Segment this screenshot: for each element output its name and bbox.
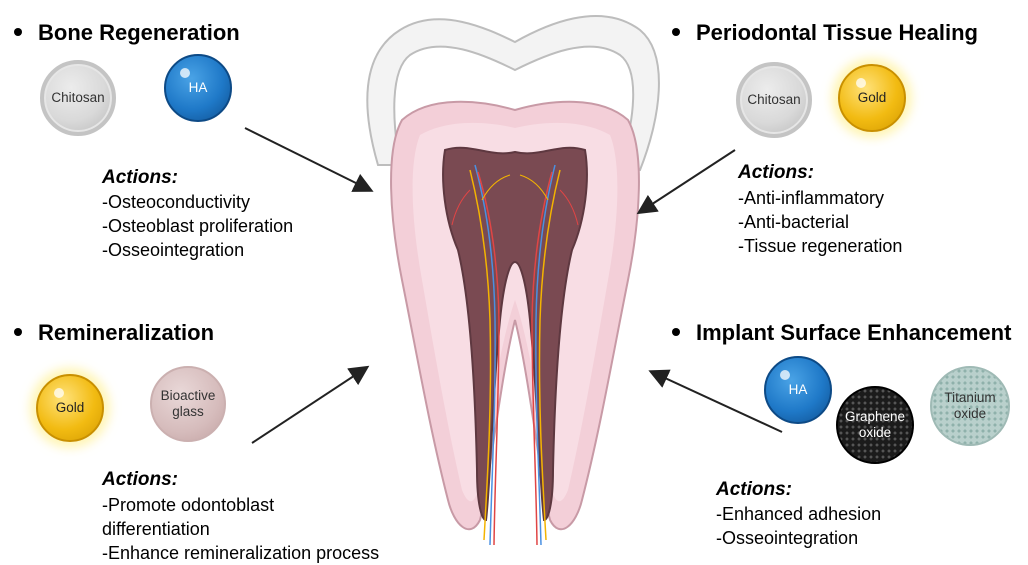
action-item: -Osteoblast proliferation [102, 214, 293, 238]
bone-actions-list: -Osteoconductivity -Osteoblast prolifera… [102, 190, 293, 262]
graphene-oxide-label: Graphene oxide [845, 409, 905, 441]
ha-label: HA [789, 382, 808, 398]
action-item: -Anti-bacterial [738, 210, 902, 234]
periodontal-actions-heading: Actions: [738, 162, 814, 184]
action-item: -Osseointegration [716, 526, 881, 550]
bullet-icon [14, 328, 22, 336]
action-item: -Promote odontoblast [102, 493, 379, 517]
graphene-line1: Graphene [845, 409, 905, 424]
bioactive-glass-label: Bioactive glass [161, 388, 216, 420]
implant-actions-list: -Enhanced adhesion -Osseointegration [716, 502, 881, 550]
bullet-icon [14, 28, 22, 36]
bone-actions-heading: Actions: [102, 167, 178, 189]
action-item: -Tissue regeneration [738, 234, 902, 258]
ha-label: HA [189, 80, 208, 96]
gold-particle: Gold [36, 374, 104, 442]
ha-particle: HA [164, 54, 232, 122]
implant-title-text: Implant Surface Enhancement [696, 320, 1011, 345]
bullet-icon [672, 28, 680, 36]
titanium-line1: Titanium [944, 390, 995, 405]
bullet-icon [672, 328, 680, 336]
gold-label: Gold [56, 400, 85, 416]
action-item: -Enhance remineralization process [102, 541, 379, 565]
gold-particle: Gold [838, 64, 906, 132]
action-item: -Osteoconductivity [102, 190, 293, 214]
titanium-oxide-label: Titanium oxide [944, 390, 995, 422]
periodontal-title: Periodontal Tissue Healing [672, 20, 978, 46]
action-item: differentiation [102, 517, 379, 541]
action-item: -Anti-inflammatory [738, 186, 902, 210]
arrow-bone-regeneration [245, 128, 370, 190]
chitosan-label: Chitosan [747, 92, 800, 108]
arrow-implant [652, 372, 782, 432]
implant-actions-heading: Actions: [716, 479, 792, 501]
graphene-line2: oxide [859, 425, 891, 440]
arrow-remineralization [252, 368, 366, 443]
remineralization-title: Remineralization [14, 320, 214, 346]
action-item: -Osseointegration [102, 238, 293, 262]
chitosan-label: Chitosan [51, 90, 104, 106]
periodontal-actions-list: -Anti-inflammatory -Anti-bacterial -Tiss… [738, 186, 902, 258]
chitosan-particle: Chitosan [736, 62, 812, 138]
arrow-periodontal [640, 150, 735, 212]
action-item: -Enhanced adhesion [716, 502, 881, 526]
implant-title: Implant Surface Enhancement [672, 320, 1011, 346]
bone-regeneration-title-text: Bone Regeneration [38, 20, 240, 45]
chitosan-particle: Chitosan [40, 60, 116, 136]
bioactive-line2: glass [172, 404, 204, 419]
periodontal-title-text: Periodontal Tissue Healing [696, 20, 978, 45]
remineralization-actions-list: -Promote odontoblast differentiation -En… [102, 493, 379, 565]
bioactive-glass-particle: Bioactive glass [150, 366, 226, 442]
bioactive-line1: Bioactive [161, 388, 216, 403]
titanium-line2: oxide [954, 406, 986, 421]
gold-label: Gold [858, 90, 887, 106]
remineralization-title-text: Remineralization [38, 320, 214, 345]
titanium-oxide-particle: Titanium oxide [930, 366, 1010, 446]
graphene-oxide-particle: Graphene oxide [836, 386, 914, 464]
bone-regeneration-title: Bone Regeneration [14, 20, 240, 46]
ha-particle: HA [764, 356, 832, 424]
remineralization-actions-heading: Actions: [102, 469, 178, 491]
